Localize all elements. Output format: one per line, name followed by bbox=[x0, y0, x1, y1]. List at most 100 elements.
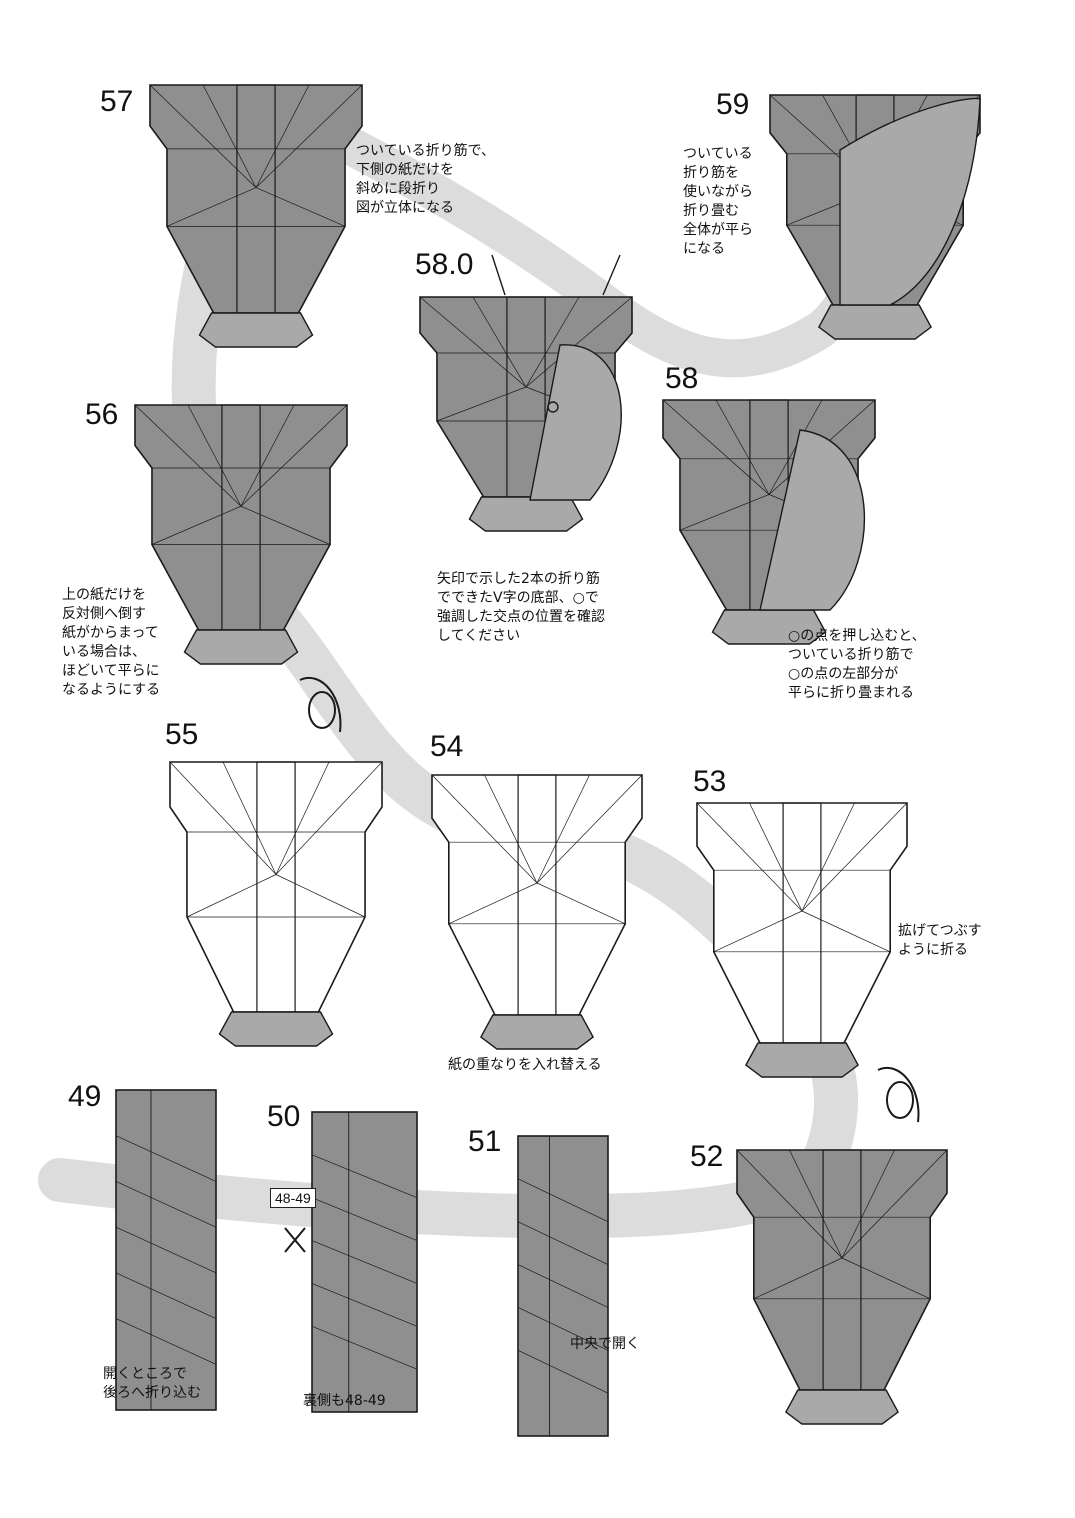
step-56-foot bbox=[183, 629, 299, 665]
step-49-crease bbox=[115, 1181, 217, 1228]
step-58-curved-flap bbox=[759, 429, 865, 611]
step-54-crease bbox=[536, 774, 643, 884]
step-52-crease bbox=[841, 1257, 931, 1300]
step-56-crease bbox=[240, 505, 331, 545]
step-51-crease bbox=[517, 1264, 609, 1308]
step-number-58-0: 58.0 bbox=[415, 248, 474, 281]
step-59-foot bbox=[817, 304, 933, 340]
step-number-50: 50 bbox=[267, 1100, 301, 1133]
step-53-crease bbox=[749, 802, 803, 912]
step-52-crease bbox=[841, 1149, 948, 1259]
step-58-crease bbox=[662, 399, 770, 495]
step-58-0-arrow-left bbox=[491, 254, 506, 296]
step-55-foot bbox=[218, 1011, 334, 1047]
step-56-base bbox=[134, 404, 348, 631]
step-50-crease bbox=[311, 1197, 418, 1241]
step-58-crease bbox=[679, 494, 770, 531]
step-number-57: 57 bbox=[100, 85, 134, 118]
step-54-base bbox=[431, 774, 643, 1016]
step-number-53: 53 bbox=[693, 765, 727, 798]
step-number-49: 49 bbox=[68, 1080, 102, 1113]
step-53-crease bbox=[801, 910, 891, 953]
step-53-foot bbox=[744, 1042, 860, 1078]
step-57-crease bbox=[202, 84, 257, 188]
step-58-0-curved-flap bbox=[529, 344, 622, 501]
step-51-crease bbox=[517, 1349, 609, 1394]
step-53-crease bbox=[801, 802, 855, 912]
step-50-reference-box: 48-49 bbox=[270, 1188, 316, 1208]
step-number-58: 58 bbox=[665, 362, 699, 395]
step-50-instruction: 裏側も48-49 bbox=[303, 1393, 386, 1409]
step-49-crease bbox=[115, 1135, 217, 1182]
step-59-curved-flap bbox=[839, 97, 981, 306]
step-50-crease bbox=[311, 1325, 418, 1370]
step-52-crease bbox=[789, 1149, 843, 1259]
step-58-0-crease bbox=[525, 296, 633, 388]
step-52-crease bbox=[841, 1149, 895, 1259]
step-number-54: 54 bbox=[430, 730, 464, 763]
step-56-crease bbox=[134, 404, 242, 507]
step-57-crease bbox=[255, 187, 346, 227]
step-56-crease bbox=[151, 505, 242, 545]
step-number-55: 55 bbox=[165, 718, 199, 751]
step-52-turn-arrow bbox=[877, 1067, 920, 1123]
step-58-0-instruction: 矢印で示した2本の折り筋 でできたV字の底部、○で 強調した交点の位置を確認 し… bbox=[437, 571, 605, 644]
step-54-crease bbox=[431, 774, 538, 884]
step-51-crease bbox=[517, 1307, 609, 1351]
step-49-crease bbox=[115, 1272, 217, 1319]
step-55-crease bbox=[275, 874, 366, 918]
step-58-crease bbox=[715, 399, 770, 495]
step-53-crease bbox=[713, 910, 803, 953]
step-52-crease bbox=[753, 1257, 843, 1300]
step-52-foot bbox=[784, 1389, 900, 1425]
step-53-crease bbox=[696, 802, 803, 912]
step-55-turn-arrow bbox=[299, 677, 342, 733]
step-54-instruction: 紙の重なりを入れ替える bbox=[448, 1057, 602, 1073]
step-52-turn-over-symbol bbox=[886, 1081, 914, 1119]
step-55-crease bbox=[169, 761, 277, 875]
step-58-0-crease bbox=[419, 296, 527, 388]
step-58-0-crease bbox=[436, 386, 527, 422]
step-number-56: 56 bbox=[85, 398, 119, 431]
step-55-crease bbox=[186, 874, 277, 918]
step-51-crease bbox=[517, 1221, 609, 1265]
step-55-base bbox=[169, 761, 383, 1013]
step-58-0-arrow-right bbox=[602, 254, 621, 296]
step-51-instruction: 中央で開く bbox=[570, 1336, 640, 1352]
step-54-crease bbox=[484, 774, 538, 884]
step-50-crease bbox=[311, 1154, 418, 1199]
step-56-crease bbox=[240, 404, 348, 507]
step-51-crease bbox=[517, 1178, 609, 1223]
step-54-crease bbox=[536, 774, 590, 884]
step-49-crease bbox=[115, 1226, 217, 1274]
step-number-52: 52 bbox=[690, 1140, 724, 1173]
step-50-crease bbox=[311, 1240, 418, 1284]
step-number-59: 59 bbox=[716, 88, 750, 121]
step-55-crease bbox=[222, 761, 277, 875]
step-54-crease bbox=[536, 882, 626, 925]
step-53-crease bbox=[801, 802, 908, 912]
step-58-0-foot bbox=[468, 496, 584, 532]
step-number-51: 51 bbox=[468, 1125, 502, 1158]
step-49-crease bbox=[115, 1318, 217, 1365]
step-56-crease bbox=[240, 404, 295, 507]
step-58-0-crease bbox=[472, 296, 527, 388]
step-53-instruction: 拡げてつぶす ように折る bbox=[898, 923, 982, 958]
step-57-crease bbox=[149, 84, 257, 188]
step-57-crease bbox=[166, 187, 257, 227]
step-59-instruction: ついている 折り筋を 使いながら 折り畳む 全体が平ら になる bbox=[683, 146, 753, 257]
step-55-turn-over-symbol bbox=[308, 691, 336, 729]
step-54-foot bbox=[479, 1014, 595, 1050]
step-58-instruction: ○の点を押し込むと、 ついている折り筋で ○の点の左部分が 平らに折り畳まれる bbox=[788, 628, 926, 701]
step-50-x-mark bbox=[284, 1227, 306, 1253]
step-57-foot bbox=[198, 312, 314, 348]
step-53-base bbox=[696, 802, 908, 1044]
step-49-instruction: 開くところで 後ろへ折り込む bbox=[103, 1366, 201, 1401]
step-57-instruction: ついている折り筋で、 下側の紙だけを 斜めに段折り 図が立体になる bbox=[356, 143, 496, 216]
step-58-0-intersection-marker bbox=[547, 401, 559, 413]
step-55-crease bbox=[275, 761, 330, 875]
step-56-crease bbox=[187, 404, 242, 507]
step-54-crease bbox=[448, 882, 538, 925]
step-56-instruction: 上の紙だけを 反対側へ倒す 紙がからまって いる場合は、 ほどいて平らに なるよ… bbox=[62, 587, 161, 698]
